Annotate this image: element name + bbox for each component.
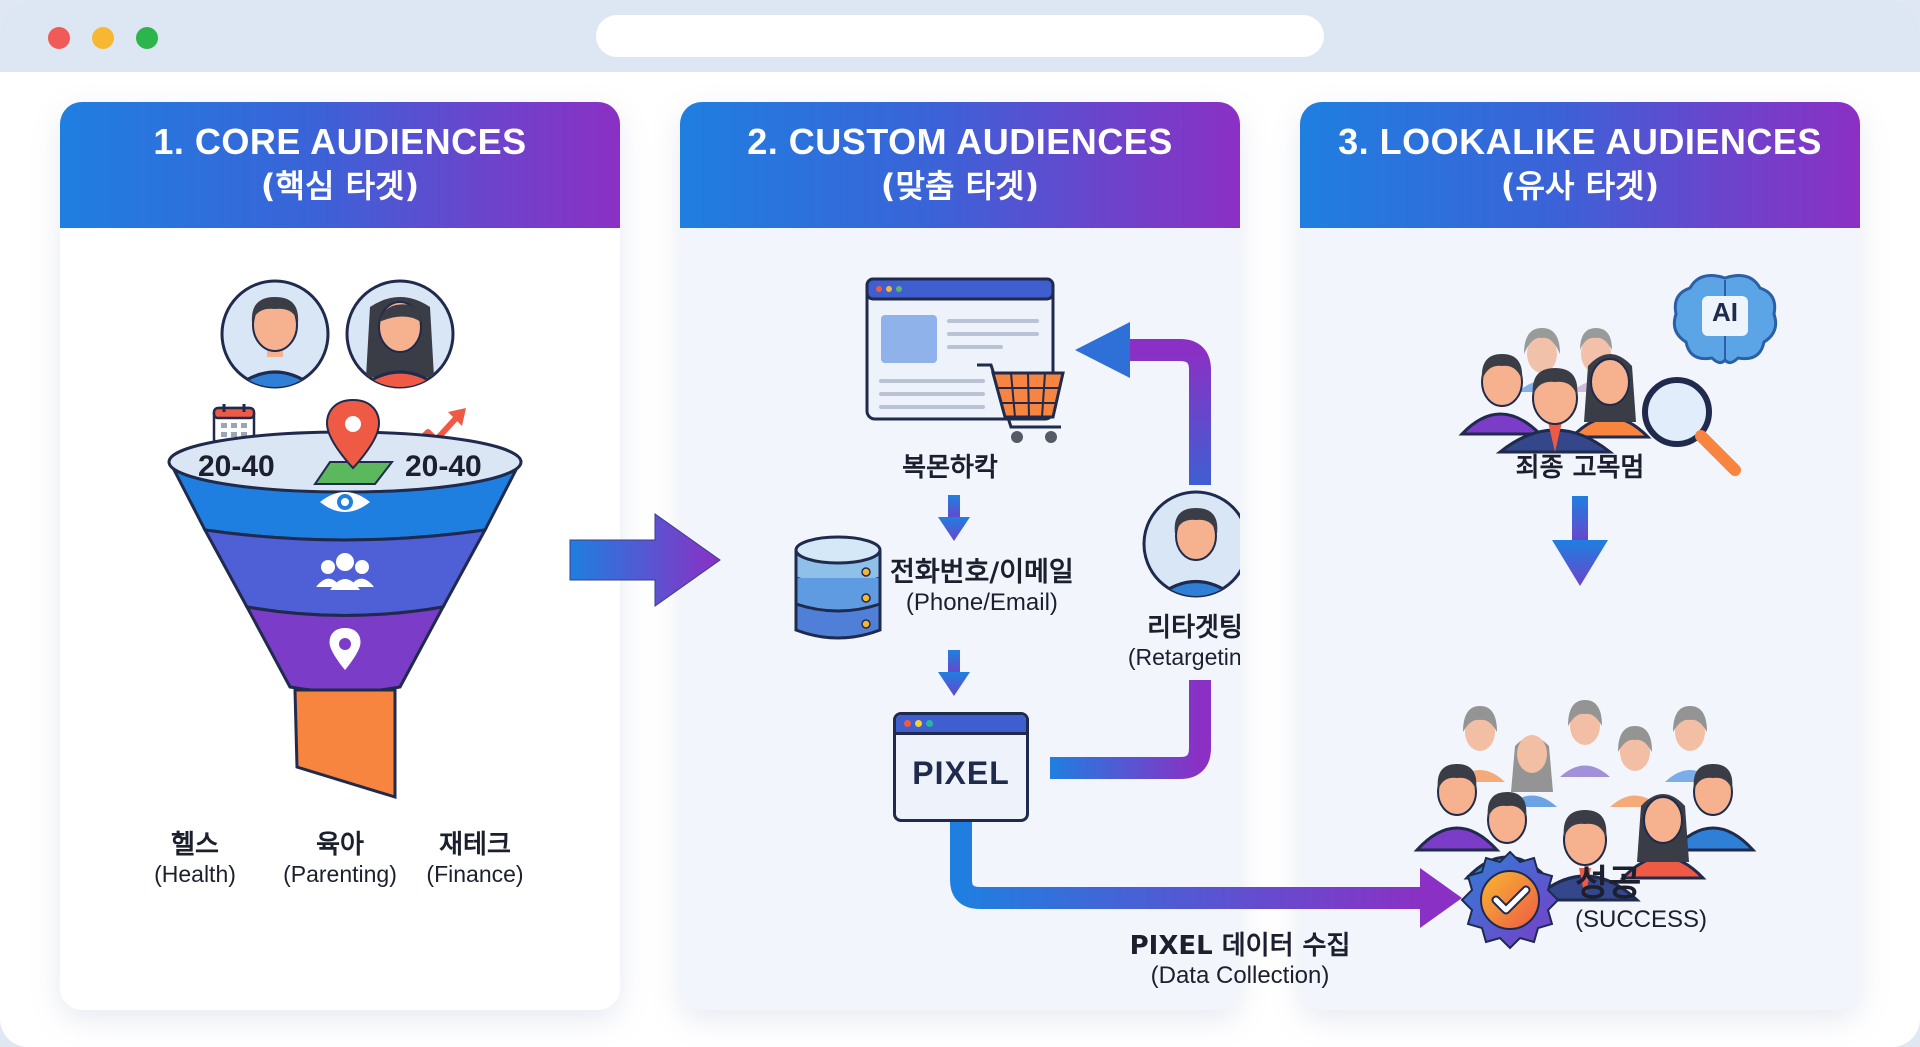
audience-funnel	[167, 398, 523, 800]
map-pin-icon	[313, 398, 395, 485]
persona-avatars	[220, 279, 455, 389]
pixel-box-titlebar	[896, 715, 1026, 735]
panel-subtitle: (맞춤 타겟)	[880, 167, 1040, 205]
male-avatar-icon	[220, 279, 330, 389]
retargeting-avatar-icon	[1142, 490, 1240, 598]
data-collection-label: PIXEL 데이터 수집 (Data Collection)	[1129, 931, 1351, 989]
panel-subtitle: (핵심 타겟)	[260, 167, 420, 205]
database-icon	[794, 535, 882, 640]
ai-brain-icon	[1672, 274, 1778, 365]
panel-subtitle: (유사 타겟)	[1500, 167, 1660, 205]
shopping-cart-icon	[977, 363, 1065, 443]
panel-title: 3. LOOKALIKE AUDIENCES	[1338, 121, 1822, 162]
panel-lookalike-audiences: 3. LOOKALIKE AUDIENCES (유사 타겟)	[1300, 102, 1860, 1010]
arrow-left-icon	[1075, 322, 1130, 378]
location-icon	[329, 628, 361, 670]
lookalike-crowd-icon	[1413, 700, 1757, 902]
funnel-age-range: 20-40	[198, 450, 275, 483]
maximize-button[interactable]	[136, 27, 158, 49]
seed-audience-label: 죄종 고목멈	[1515, 453, 1645, 483]
database-label: 전화번호/이메일 (Phone/Email)	[890, 557, 1074, 616]
success-badge-icon	[1460, 850, 1560, 950]
panel-header: 2. CUSTOM AUDIENCES (맞춤 타겟)	[680, 102, 1240, 228]
minimize-button[interactable]	[92, 27, 114, 49]
panel-header: 3. LOOKALIKE AUDIENCES (유사 타겟)	[1300, 102, 1860, 228]
panel-custom-audiences: 2. CUSTOM AUDIENCES (맞춤 타겟) 복몬하칵	[680, 102, 1240, 1010]
seed-audience-icon	[1458, 328, 1652, 454]
panel-header: 1. CORE AUDIENCES (핵심 타겟)	[60, 102, 620, 228]
calendar-icon	[212, 404, 256, 446]
website-label: 복몬하칵	[902, 453, 998, 483]
category-health: 헬스 (Health)	[154, 830, 236, 887]
arrow-right-icon	[569, 513, 721, 607]
arrow-down-icon	[1552, 496, 1608, 586]
address-bar[interactable]	[596, 15, 1324, 57]
title-bar	[0, 0, 1920, 72]
arrow-right-icon	[1420, 868, 1462, 928]
magnifier-icon	[1642, 377, 1741, 476]
arrow-down-icon	[938, 495, 970, 541]
panel-title: 1. CORE AUDIENCES	[153, 121, 527, 162]
close-button[interactable]	[48, 27, 70, 49]
ai-badge: AI	[1712, 297, 1738, 327]
group-icon	[316, 553, 374, 590]
category-finance: 재테크 (Finance)	[426, 830, 524, 887]
eye-icon	[320, 492, 370, 512]
website-cart-icon	[865, 277, 1065, 443]
pixel-box: PIXEL	[893, 712, 1029, 822]
data-collection-arrow	[950, 822, 1425, 909]
category-parenting: 육아 (Parenting)	[283, 830, 397, 887]
funnel-income-range: 20-40	[405, 450, 482, 483]
retargeting-loop-arrow	[1050, 680, 1211, 779]
arrow-down-icon	[938, 650, 970, 696]
funnel-spout	[293, 688, 397, 800]
retargeting-label: 리타겟팅 (Retargeting)	[1127, 613, 1240, 670]
retargeting-loop-arrow-top	[1120, 339, 1211, 485]
panel-title: 2. CUSTOM AUDIENCES	[747, 121, 1173, 162]
pixel-label: PIXEL	[912, 755, 1010, 791]
panel-core-audiences: 1. CORE AUDIENCES (핵심 타겟)	[60, 102, 620, 1010]
success-label: 성공 (SUCCESS)	[1575, 863, 1708, 933]
